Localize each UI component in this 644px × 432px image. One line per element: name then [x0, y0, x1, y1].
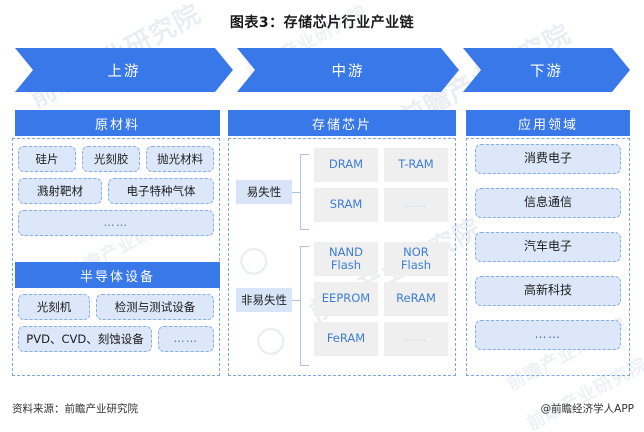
stage-upstream[interactable]: 上游 [15, 48, 233, 92]
memory-type-box[interactable]: ReRAM [384, 282, 448, 316]
item-box[interactable]: 溅射靶材 [18, 178, 102, 204]
raw-materials-row: 硅片 光刻胶 抛光材料 [18, 146, 214, 172]
item-box[interactable]: PVD、CVD、刻蚀设备 [18, 326, 152, 352]
grid-gap [314, 228, 448, 236]
downstream-container [466, 138, 630, 376]
memory-type-box[interactable]: NOR Flash [384, 242, 448, 276]
equipment-row: 光刻机 检测与测试设备 [18, 294, 214, 320]
section-header-semiconductor-equipment: 半导体设备 [15, 262, 220, 288]
category-volatile[interactable]: 易失性 [236, 180, 292, 204]
section-header-raw-materials: 原材料 [15, 110, 220, 136]
stage-downstream-label: 下游 [530, 63, 563, 80]
section-header-application-areas: 应用领域 [466, 110, 630, 136]
item-box[interactable]: 电子特种气体 [108, 178, 214, 204]
page-title: 图表3：存储芯片行业产业链 [229, 15, 415, 31]
semiconductor-equipment-body: 光刻机 检测与测试设备 PVD、CVD、刻蚀设备 …… [12, 291, 220, 361]
stage-midstream-label: 中游 [331, 63, 365, 80]
item-box[interactable]: 光刻机 [18, 294, 90, 320]
brace-nonvolatile-icon [300, 246, 309, 366]
category-nonvolatile[interactable]: 非易失性 [236, 288, 292, 312]
memory-type-box[interactable]: T-RAM [384, 148, 448, 182]
stage-midstream[interactable]: 中游 [237, 48, 459, 92]
application-item[interactable]: 高新科技 [475, 276, 621, 306]
memory-type-box[interactable]: DRAM [314, 148, 378, 182]
item-box[interactable]: 检测与测试设备 [96, 294, 214, 320]
memory-type-box[interactable]: EEPROM [314, 282, 378, 316]
raw-materials-row: 溅射靶材 电子特种气体 [18, 178, 214, 204]
application-item-ellipsis[interactable]: …… [475, 320, 621, 350]
brace-tick-icon [292, 300, 300, 301]
raw-materials-body: 硅片 光刻胶 抛光材料 溅射靶材 电子特种气体 …… [12, 141, 220, 247]
item-box-ellipsis[interactable]: …… [158, 326, 214, 352]
source-note: 资料来源：前瞻产业研究院 [12, 403, 138, 415]
brace-volatile-icon [300, 154, 309, 230]
application-areas-body: 消费电子 信息通信 汽车电子 高新科技 …… [466, 144, 630, 364]
memory-type-grid: DRAM T-RAM SRAM …… NAND Flash NOR Flash … [314, 148, 448, 356]
app-attribution: @前瞻经济学人APP [540, 403, 634, 415]
raw-materials-row: …… [18, 210, 214, 236]
midstream-container [228, 138, 456, 376]
item-box[interactable]: 硅片 [18, 146, 77, 172]
item-box[interactable]: 光刻胶 [82, 146, 141, 172]
stage-banner: 上游 中游 下游 [15, 48, 630, 92]
brace-tick-icon [292, 192, 300, 193]
section-header-memory-chips: 存储芯片 [228, 110, 456, 136]
item-box[interactable]: 抛光材料 [146, 146, 214, 172]
memory-type-box-ellipsis[interactable]: …… [384, 322, 448, 356]
equipment-row: PVD、CVD、刻蚀设备 …… [18, 326, 214, 352]
application-item[interactable]: 信息通信 [475, 188, 621, 218]
upstream-container [12, 138, 220, 376]
stage-downstream[interactable]: 下游 [463, 48, 630, 92]
item-box-ellipsis[interactable]: …… [18, 210, 214, 236]
application-item[interactable]: 汽车电子 [475, 232, 621, 262]
memory-type-box-ellipsis[interactable]: …… [384, 188, 448, 222]
memory-type-box[interactable]: NAND Flash [314, 242, 378, 276]
memory-type-box[interactable]: SRAM [314, 188, 378, 222]
stage-upstream-label: 上游 [107, 63, 141, 80]
memory-chips-body: 易失性 非易失性 DRAM T-RAM SRAM …… NAND Flash N… [228, 140, 456, 374]
application-item[interactable]: 消费电子 [475, 144, 621, 174]
memory-type-box[interactable]: FeRAM [314, 322, 378, 356]
